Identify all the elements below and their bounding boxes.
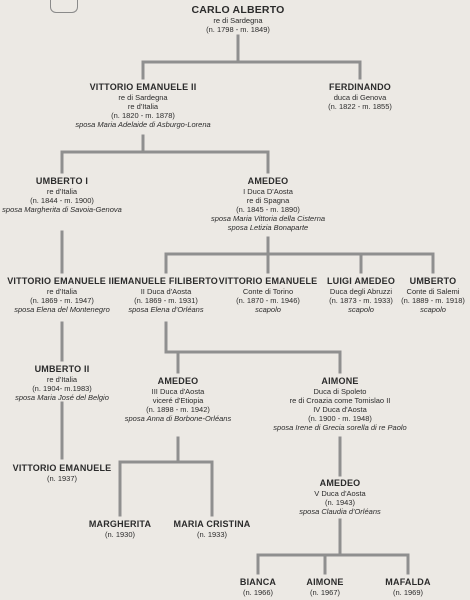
person-title: re d'Italia [46, 375, 78, 384]
person-title: IV Duca d'Aosta [313, 405, 367, 414]
person-name: AIMONE [306, 577, 344, 587]
person-bianca: BIANCA (n. 1966) [240, 577, 276, 597]
person-title: re di Spagna [246, 196, 290, 205]
person-dates: (n. 1900 - m. 1948) [308, 414, 372, 423]
person-dates: (n. 1822 - m. 1855) [328, 102, 392, 111]
person-name: UMBERTO I [35, 176, 89, 186]
person-spouse: sposa Claudia d'Orléans [299, 507, 381, 516]
person-aimone-1967: AIMONE (n. 1967) [306, 577, 343, 597]
person-name: MARIA CRISTINA [173, 519, 251, 529]
person-spouse: sposa Elena del Montenegro [14, 305, 110, 314]
person-maria-cristina: MARIA CRISTINA (n. 1933) [174, 519, 251, 539]
person-name: LUIGI AMEDEO [326, 276, 396, 286]
person-dates: (n. 1967) [309, 588, 341, 597]
person-name: FERDINANDO [328, 82, 391, 92]
person-name: UMBERTO II [34, 364, 90, 374]
person-dates: (n. 1966) [242, 588, 274, 597]
person-dates: (n. 1930) [104, 530, 136, 539]
person-title: Conte di Salemi [406, 287, 460, 296]
person-spouse: sposa Maria José del Belgio [15, 393, 109, 402]
person-name: VITTORIO EMANUELE II [89, 82, 197, 92]
person-title: Duca degli Abruzzi [329, 287, 393, 296]
person-spouse: sposa Elena d'Orléans [128, 305, 204, 314]
person-vittorio-emanuele-iii: VITTORIO EMANUELE III re d'Italia (n. 18… [7, 276, 117, 314]
person-dates: (n. 1870 - m. 1946) [236, 296, 300, 305]
person-title: re d'Italia [46, 187, 78, 196]
person-name: EMANUELE FILIBERTO [114, 276, 218, 286]
person-spouse: sposa Margherita di Savoia-Genova [2, 205, 122, 214]
person-title: V Duca d'Aosta [314, 489, 366, 498]
person-name: VITTORIO EMANUELE [12, 463, 112, 473]
person-dates: (n. 1869 - m. 1947) [30, 296, 94, 305]
person-title: I Duca D'Aosta [243, 187, 293, 196]
person-spouse: sposa Maria Vittoria della Cisterna [210, 214, 326, 223]
person-name: CARLO ALBERTO [191, 4, 285, 16]
person-dates: (n. 1844 - m. 1900) [30, 196, 94, 205]
person-ferdinando: FERDINANDO duca di Genova (n. 1822 - m. … [328, 82, 392, 111]
person-dates: (n. 1937) [46, 474, 78, 483]
person-amedeo-iii: AMEDEO III Duca d'Aosta viceré d'Etiopia… [125, 376, 231, 423]
person-name: MARGHERITA [88, 519, 152, 529]
person-name: AMEDEO [319, 478, 361, 488]
person-mafalda: MAFALDA (n. 1969) [385, 577, 430, 597]
person-title: Conte di Torino [242, 287, 294, 296]
person-vittorio-emanuele-1937: VITTORIO EMANUELE (n. 1937) [13, 463, 112, 483]
person-margherita: MARGHERITA (n. 1930) [89, 519, 151, 539]
person-dates: (n. 1969) [392, 588, 424, 597]
person-title: Duca di Spoleto [313, 387, 367, 396]
crest-emblem [50, 0, 78, 13]
person-luigi-amedeo: LUIGI AMEDEO Duca degli Abruzzi (n. 1873… [327, 276, 395, 314]
person-name: AMEDEO [247, 176, 289, 186]
person-title: re di Croazia come Tomislao II [289, 396, 391, 405]
person-title: duca di Genova [333, 93, 387, 102]
person-dates: (n. 1943) [324, 498, 356, 507]
person-spouse: scapolo [420, 305, 446, 314]
person-name: VITTORIO EMANUELE [218, 276, 318, 286]
person-spouse: scapolo [348, 305, 374, 314]
person-dates: (n. 1869 - m. 1931) [134, 296, 198, 305]
person-title: viceré d'Etiopia [152, 396, 204, 405]
person-title: II Duca d'Aosta [140, 287, 192, 296]
person-name: MAFALDA [385, 577, 431, 587]
person-dates: (n. 1845 - m. 1890) [236, 205, 300, 214]
person-carlo-alberto: CARLO ALBERTO re di Sardegna (n. 1798 - … [191, 4, 284, 34]
person-title: III Duca d'Aosta [151, 387, 205, 396]
person-amedeo-i: AMEDEO I Duca D'Aosta re di Spagna (n. 1… [211, 176, 325, 232]
person-dates: (n. 1798 - m. 1849) [206, 25, 270, 34]
person-name: VITTORIO EMANUELE III [7, 276, 117, 286]
person-dates: (n. 1820 - m. 1878) [111, 111, 175, 120]
person-dates: (n. 1873 - m. 1933) [329, 296, 393, 305]
person-title: re d'Italia [46, 287, 78, 296]
person-spouse: sposa Maria Adelaide di Asburgo-Lorena [75, 120, 211, 129]
person-dates: (n. 1889 - m. 1918) [401, 296, 465, 305]
person-dates: (n. 1933) [196, 530, 228, 539]
person-name: UMBERTO [409, 276, 457, 286]
person-title: re di Sardegna [118, 93, 168, 102]
person-name: BIANCA [239, 577, 277, 587]
person-umberto-salemi: UMBERTO Conte di Salemi (n. 1889 - m. 19… [401, 276, 465, 314]
person-name: AIMONE [321, 376, 359, 386]
person-dates: (n. 1904- m.1983) [32, 384, 92, 393]
person-emanuele-filiberto: EMANUELE FILIBERTO II Duca d'Aosta (n. 1… [114, 276, 218, 314]
person-spouse: sposa Irene di Grecia sorella di re Paol… [273, 423, 407, 432]
person-vittorio-emanuele-torino: VITTORIO EMANUELE Conte di Torino (n. 18… [219, 276, 318, 314]
person-title: re di Sardegna [213, 16, 263, 25]
person-spouse: scapolo [255, 305, 281, 314]
person-spouse: sposa Letizia Bonaparte [227, 223, 309, 232]
person-umberto-ii: UMBERTO II re d'Italia (n. 1904- m.1983)… [15, 364, 109, 402]
person-amedeo-v: AMEDEO V Duca d'Aosta (n. 1943) sposa Cl… [299, 478, 380, 516]
person-dates: (n. 1898 - m. 1942) [146, 405, 210, 414]
person-title: re d'Italia [127, 102, 159, 111]
person-name: AMEDEO [157, 376, 199, 386]
person-umberto-i: UMBERTO I re d'Italia (n. 1844 - m. 1900… [2, 176, 122, 214]
person-aimone: AIMONE Duca di Spoleto re di Croazia com… [273, 376, 406, 432]
person-spouse: sposa Anna di Borbone-Orléans [124, 414, 232, 423]
person-vittorio-emanuele-ii: VITTORIO EMANUELE II re di Sardegna re d… [75, 82, 210, 129]
